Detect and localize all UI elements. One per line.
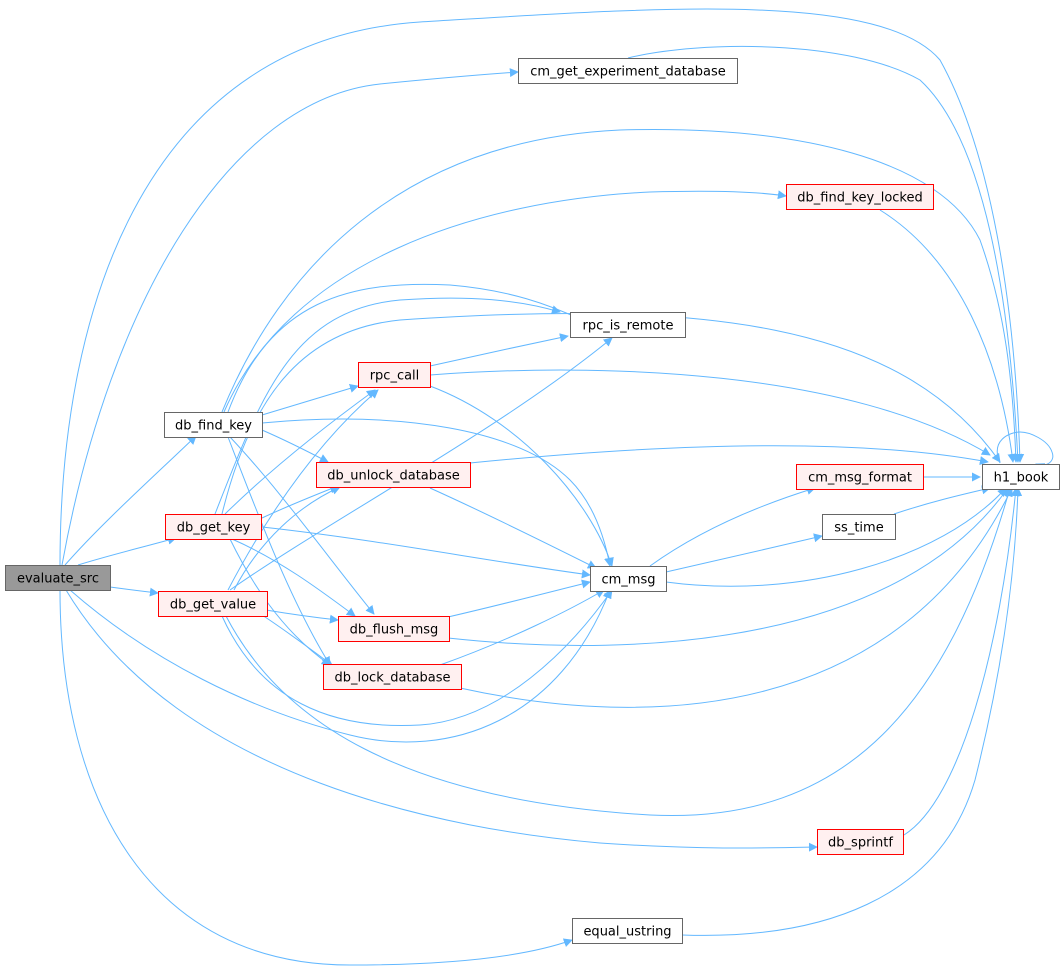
edge-db_get_key-db_flush_msg [231, 538, 356, 617]
edge-db_find_key_locked-h1_book [879, 209, 1017, 463]
node-evaluate_src[interactable]: evaluate_src [5, 565, 111, 591]
edge-evaluate_src-equal_ustring [59, 589, 573, 966]
node-box [590, 566, 667, 592]
node-cm_get_experiment_database[interactable]: cm_get_experiment_database [518, 58, 738, 84]
node-box [316, 462, 471, 488]
node-cm_msg_format[interactable]: cm_msg_format [796, 464, 924, 490]
node-ss_time[interactable]: ss_time [822, 514, 896, 540]
edge-db_get_value-cm_msg [221, 589, 613, 727]
node-box [572, 918, 683, 944]
node-box [323, 664, 462, 690]
node-label: db_unlock_database [327, 469, 460, 484]
edge-db_find_key-db_find_key_locked [223, 190, 787, 413]
node-label: db_get_value [170, 598, 256, 613]
edge-db_unlock_database-cm_msg [429, 487, 597, 569]
node-box [338, 616, 450, 642]
edge-db_get_value-db_flush_msg [265, 609, 339, 624]
node-label: db_lock_database [334, 671, 450, 686]
node-label: rpc_call [370, 369, 420, 384]
edge-db_find_key-db_lock_database [227, 436, 331, 666]
edge-db_find_key-db_flush_msg [229, 436, 375, 615]
edge-db_get_value-db_unlock_database [233, 486, 341, 591]
edge-db_get_key-db_lock_database [229, 538, 331, 666]
node-equal_ustring[interactable]: equal_ustring [572, 918, 683, 944]
edge-rpc_call-h1_book [429, 369, 991, 456]
node-label: db_find_key [175, 419, 252, 434]
node-db_sprintf[interactable]: db_sprintf [817, 829, 904, 855]
edge-h1_book-h1_book [997, 431, 1054, 472]
node-box [5, 565, 111, 591]
node-db_flush_msg[interactable]: db_flush_msg [338, 616, 450, 642]
edge-evaluate_src-cm_get_experiment_database [61, 68, 519, 566]
node-rpc_is_remote[interactable]: rpc_is_remote [570, 312, 686, 338]
node-box [518, 58, 738, 84]
nodes-layer: evaluate_src cm_get_experiment_database … [5, 58, 1060, 944]
edge-db_get_value-db_lock_database [261, 614, 333, 666]
node-label: db_flush_msg [350, 623, 439, 638]
edge-db_get_key-rpc_call [224, 389, 376, 515]
edge-cm_msg-h1_book [665, 487, 1007, 587]
edge-cm_msg-ss_time [665, 533, 823, 573]
node-box [358, 362, 431, 388]
edge-db_find_key-db_unlock_database [261, 429, 329, 463]
edge-evaluate_src-db_sprintf [65, 589, 818, 852]
node-db_find_key[interactable]: db_find_key [164, 412, 263, 438]
node-label: h1_book [994, 471, 1049, 486]
edge-db_find_key-cm_msg [261, 418, 613, 567]
node-label: cm_msg_format [808, 471, 912, 486]
node-db_unlock_database[interactable]: db_unlock_database [316, 462, 471, 488]
node-box [796, 464, 924, 490]
edge-db_find_key-rpc_is_remote [227, 283, 583, 413]
edge-rpc_call-cm_msg [429, 385, 614, 567]
node-box [982, 464, 1060, 490]
edge-evaluate_src-h1_book [59, 8, 1025, 566]
node-box [158, 591, 268, 617]
node-box [817, 829, 904, 855]
node-label: evaluate_src [17, 572, 99, 587]
edge-db_unlock_database-h1_book [469, 445, 989, 465]
edge-cm_get_experiment_database-h1_book [627, 45, 1023, 463]
node-label: db_find_key_locked [797, 191, 922, 206]
edge-db_find_key-rpc_call [261, 384, 359, 416]
node-label: ss_time [834, 521, 883, 536]
node-db_lock_database[interactable]: db_lock_database [323, 664, 462, 690]
node-label: db_sprintf [828, 836, 893, 851]
edge-ss_time-h1_book [893, 485, 991, 515]
edge-db_get_value-rpc_call [227, 389, 379, 591]
edge-db_get_value-h1_book [225, 487, 1013, 817]
node-label: cm_get_experiment_database [530, 65, 726, 80]
edge-evaluate_src-db_find_key [64, 435, 197, 566]
node-cm_msg[interactable]: cm_msg [590, 566, 667, 592]
node-db_get_key[interactable]: db_get_key [165, 514, 262, 540]
edge-evaluate_src-db_get_key [77, 535, 177, 566]
node-box [165, 514, 262, 540]
edge-db_get_key-db_unlock_database [261, 484, 339, 519]
edge-evaluate_src-db_get_value [109, 586, 159, 597]
edge-equal_ustring-h1_book [681, 487, 1023, 936]
node-box [570, 312, 686, 338]
edge-db_find_key-h1_book-top [221, 129, 1021, 463]
node-label: db_get_key [177, 521, 251, 536]
node-box [822, 514, 896, 540]
node-label: cm_msg [602, 573, 656, 588]
node-db_find_key_locked[interactable]: db_find_key_locked [786, 184, 934, 210]
node-db_get_value[interactable]: db_get_value [158, 591, 268, 617]
edge-db_flush_msg-cm_msg [447, 579, 591, 618]
edge-evaluate_src-cm_msg [69, 589, 612, 743]
node-rpc_call[interactable]: rpc_call [358, 362, 431, 388]
edge-cm_msg-cm_msg_format [649, 486, 816, 567]
edge-db_lock_database-cm_msg [439, 589, 605, 666]
edge-db_flush_msg-h1_book [447, 487, 1009, 646]
node-label: rpc_is_remote [583, 319, 674, 334]
edge-db_get_key-h1_book [221, 312, 1001, 515]
edge-db_sprintf-h1_book [903, 487, 1020, 836]
node-label: equal_ustring [583, 925, 671, 940]
edge-db_get_key-cm_msg [261, 526, 591, 579]
node-h1_book[interactable]: h1_book [982, 464, 1060, 490]
edge-rpc_call-rpc_is_remote [429, 333, 569, 367]
node-box [786, 184, 934, 210]
node-box [164, 412, 263, 438]
edge-db_lock_database-h1_book [459, 487, 1013, 708]
